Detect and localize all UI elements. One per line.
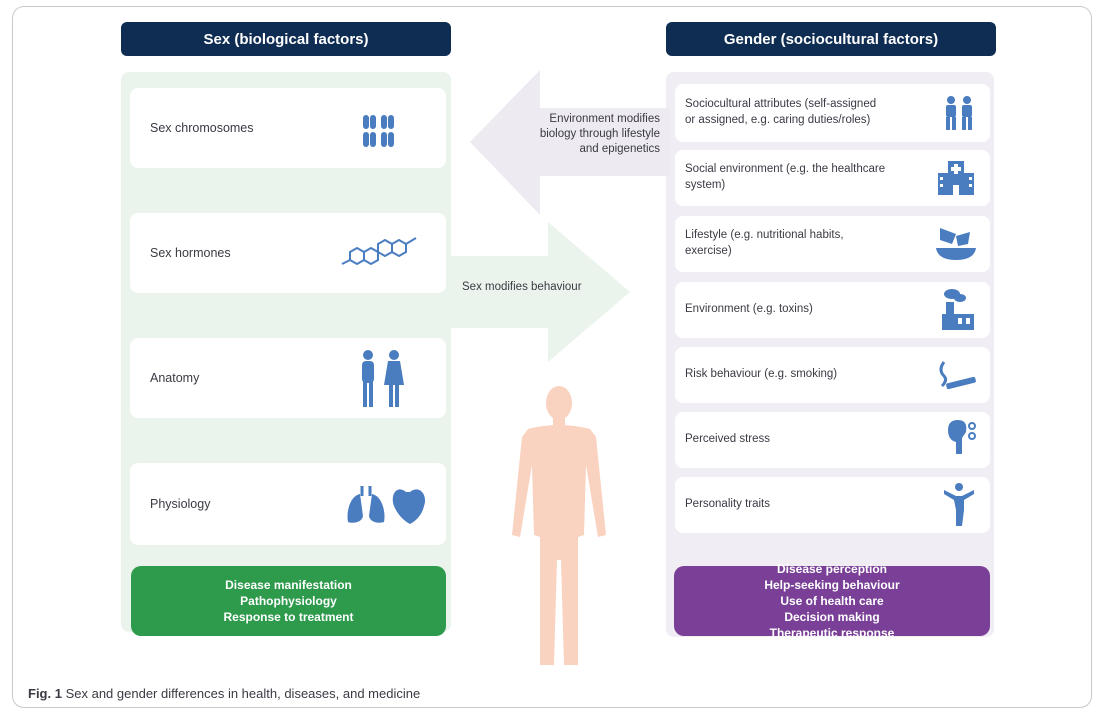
outcome-text: Use of health care [780,593,884,608]
cigarette-icon [939,361,976,390]
card-environment: Environment (e.g. toxins) [675,282,990,338]
card-risk-behaviour: Risk behaviour (e.g. smoking) [675,347,990,403]
family-icon [946,96,972,130]
card-label: Sex chromosomes [150,121,254,135]
environment-arrow [470,70,670,215]
outcome-text: Disease manifestation [225,577,352,592]
hormone-molecule-icon [341,237,417,266]
card-label: Physiology [150,497,211,511]
card-personality-traits: Personality traits [675,477,990,533]
lungs-heart-icon [347,486,426,524]
card-physiology: Physiology [130,463,446,545]
outcome-text: Pathophysiology [240,593,337,608]
anatomy-figures-icon [362,350,404,407]
card-label: Sex hormones [150,246,231,260]
card-label: Perceived stress [685,433,771,446]
food-icon [936,228,976,260]
card-perceived-stress: Perceived stress [675,412,990,468]
environment-arrow-text: Environment modifies biology through lif… [539,113,660,155]
right-outcomes-box: Disease perception Help-seeking behaviou… [674,562,990,640]
card-sex-chromosomes: Sex chromosomes [130,88,446,168]
outcome-text: Help-seeking behaviour [764,577,900,592]
caption-text: Sex and gender differences in health, di… [65,686,421,701]
left-outcomes-box: Disease manifestation Pathophysiology Re… [131,566,446,636]
outcome-text: Disease perception [776,561,888,576]
left-header: Sex (biological factors) [121,22,451,56]
card-label: Anatomy [150,371,200,385]
card-label: Risk behaviour (e.g. smoking) [685,368,838,381]
sex-modifies-text: Sex modifies behaviour [462,281,582,293]
outcome-text: Decision making [784,610,880,625]
hospital-icon [938,161,974,195]
human-body-icon [512,386,606,665]
sex-modifies-arrow [448,222,630,362]
card-label: Lifestyle (e.g. nutritional habits,exerc… [685,229,844,257]
factory-icon [942,289,974,330]
outcome-text: Therapeutic response [769,626,895,641]
right-header: Gender (sociocultural factors) [666,22,996,56]
stress-head-icon [948,420,976,454]
card-lifestyle: Lifestyle (e.g. nutritional habits,exerc… [675,216,990,272]
outcome-text: Response to treatment [223,610,354,625]
card-label: Personality traits [685,498,771,511]
personality-figure-icon [944,483,974,526]
chromosome-icon [363,115,394,147]
figure-label: Fig. 1 [28,686,62,701]
card-label: Environment (e.g. toxins) [685,303,813,316]
figure-caption: Fig. 1 Sex and gender differences in hea… [28,686,420,701]
